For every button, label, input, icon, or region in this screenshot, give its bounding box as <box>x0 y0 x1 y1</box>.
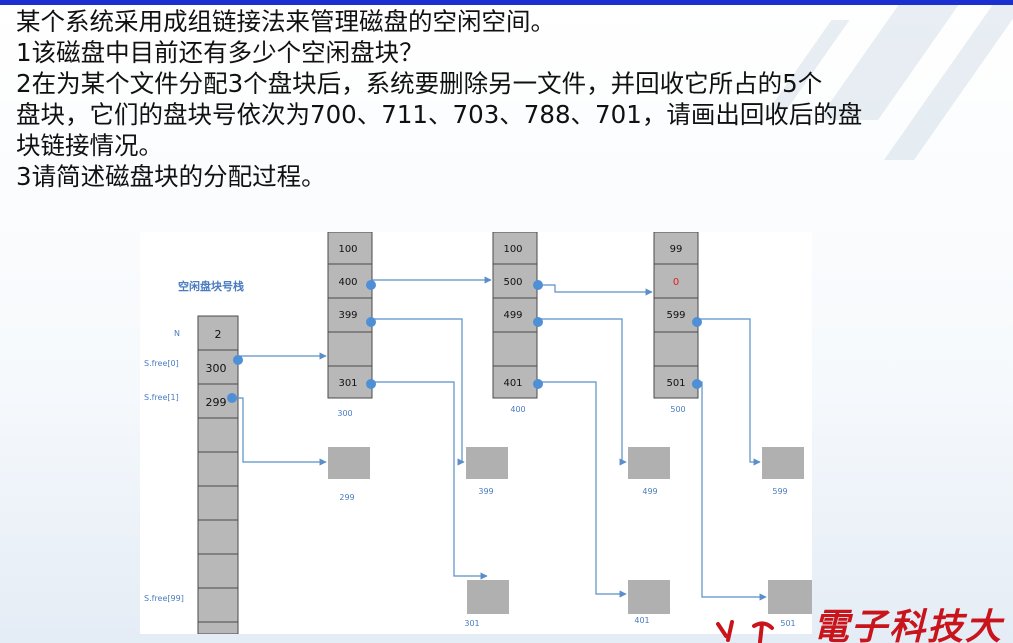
group-block-caption: 400 <box>510 405 525 414</box>
logo-emblem <box>716 620 774 643</box>
arrow-399 <box>372 318 465 466</box>
link-dot <box>533 379 543 389</box>
group-cell-value: 301 <box>338 378 357 389</box>
group-block-caption: 500 <box>670 405 685 414</box>
group-cell-value: 499 <box>503 310 522 321</box>
free-blocks-row-2: 301 401 501 <box>464 580 812 628</box>
group-block-caption: 300 <box>337 409 352 418</box>
group-cell-value: 501 <box>666 378 685 389</box>
free-blocks-row-1: 299 399 499 599 <box>328 447 804 502</box>
free-block-label: 399 <box>478 487 493 496</box>
group-cell <box>327 232 373 265</box>
group-cell-value: 399 <box>338 310 357 321</box>
university-logo-text: 電子科技大 <box>813 606 1004 643</box>
group-cell <box>327 365 373 399</box>
free-block <box>328 447 370 479</box>
free-block <box>628 580 670 614</box>
link-dot <box>533 317 543 327</box>
link-dot <box>227 393 237 403</box>
arrow-301 <box>372 381 488 580</box>
free-block-label: 501 <box>780 619 795 628</box>
link-dot <box>533 280 543 290</box>
group-cell-value: 100 <box>503 244 522 255</box>
free-block <box>768 580 812 614</box>
group-block-500: 99 0 599 501 500 <box>653 232 699 414</box>
group-cell <box>492 297 538 333</box>
arrow-free1-to-299 <box>232 397 327 466</box>
group-cell <box>492 232 538 265</box>
stack-cell <box>197 587 239 623</box>
group-cell <box>653 297 699 333</box>
free-block-label: 499 <box>642 487 657 496</box>
group-cell-value-zero: 0 <box>673 277 679 288</box>
stack-cell <box>197 417 239 453</box>
group-cell-value: 401 <box>503 378 522 389</box>
group-cell-value: 100 <box>338 244 357 255</box>
link-dot <box>366 280 376 290</box>
group-block-400: 100 500 499 401 400 <box>492 232 538 414</box>
link-dots <box>227 280 702 403</box>
stack-cell <box>197 519 239 555</box>
group-cell <box>327 331 373 367</box>
stack-cell <box>197 349 239 385</box>
stack-cell <box>197 451 239 487</box>
stack-label-n: N <box>174 329 180 338</box>
link-dot <box>233 355 243 365</box>
link-dot <box>366 379 376 389</box>
arrow-501 <box>698 381 767 601</box>
stack-label-free1: S.free[1] <box>144 393 179 402</box>
question-line: 块链接情况。 <box>16 131 163 160</box>
stack-title: 空闲盘块号栈 <box>178 279 244 293</box>
stack-cell <box>197 315 239 351</box>
stack-value-free0: 300 <box>206 362 227 375</box>
stack-label-free99: S.free[99] <box>144 594 184 603</box>
group-cell <box>653 331 699 367</box>
arrow-500-to-block <box>537 284 653 296</box>
free-block-label: 301 <box>464 619 479 628</box>
stack-value-n: 2 <box>215 328 222 341</box>
free-block <box>466 447 508 479</box>
arrow-499 <box>537 318 627 466</box>
free-block <box>467 580 509 614</box>
free-block-label: 599 <box>772 487 787 496</box>
grouped-link-diagram: 空闲盘块号栈 N S.free[0] S.free[1] S.free[99] … <box>140 232 812 634</box>
stack-value-free1: 299 <box>206 396 227 409</box>
free-block-label: 401 <box>634 616 649 625</box>
arrow-401 <box>537 381 627 598</box>
stack-label-free0: S.free[0] <box>144 359 179 368</box>
free-block-label: 299 <box>339 493 354 502</box>
group-cell <box>327 297 373 333</box>
question-line: 盘块，它们的盘块号依次为700、711、703、788、701，请画出回收后的盘 <box>16 100 863 129</box>
group-cell <box>653 365 699 399</box>
group-cell <box>492 365 538 399</box>
group-cell-value: 500 <box>503 277 522 288</box>
group-cell <box>492 331 538 367</box>
group-cell <box>492 263 538 299</box>
question-text: 某个系统采用成组链接法来管理磁盘的空闲空间。 1该磁盘中目前还有多少个空闲盘块？… <box>16 6 1006 192</box>
free-block-stack: 2 300 299 <box>197 315 239 634</box>
stack-cell <box>197 621 239 634</box>
top-accent-bar <box>0 0 1013 5</box>
group-cell <box>653 232 699 265</box>
question-line: 3请简述磁盘块的分配过程。 <box>16 162 326 191</box>
group-cell-value: 99 <box>670 244 683 255</box>
group-block-300: 100 400 399 301 300 <box>327 232 373 418</box>
link-arrows <box>232 276 767 601</box>
group-cell-value: 400 <box>338 277 357 288</box>
group-cell <box>653 263 699 299</box>
link-dot <box>692 379 702 389</box>
arrow-599 <box>698 318 761 466</box>
stack-cell <box>197 485 239 521</box>
stack-cell <box>197 553 239 589</box>
question-line: 2在为某个文件分配3个盘块后，系统要删除另一文件，并回收它所占的5个 <box>16 69 823 98</box>
link-dot <box>366 317 376 327</box>
question-line: 1该磁盘中目前还有多少个空闲盘块？ <box>16 38 424 67</box>
diagram-canvas: 空闲盘块号栈 N S.free[0] S.free[1] S.free[99] … <box>144 232 812 634</box>
question-line: 某个系统采用成组链接法来管理磁盘的空闲空间。 <box>16 7 555 36</box>
group-cell-value: 599 <box>666 310 685 321</box>
free-block <box>762 447 804 479</box>
link-dot <box>692 317 702 327</box>
free-block <box>628 447 670 479</box>
